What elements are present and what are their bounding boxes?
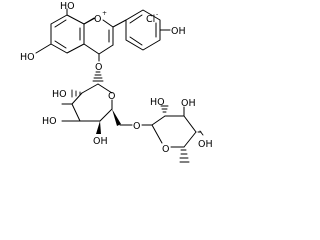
chloride-counter-ion: Cl - <box>146 11 158 25</box>
hashed-bond-rha-methyl <box>179 149 190 163</box>
chloride-label: Cl <box>146 14 155 25</box>
pyrylium-bond-a <box>83 17 95 25</box>
left-hydroxyl-label: HO <box>20 52 35 63</box>
structure-diagram: Cl - O + HO HO OH O <box>20 1 213 163</box>
glycosidic-link: O <box>92 53 104 82</box>
phenyl-hydroxyl-label: OH <box>171 26 186 37</box>
biaryl-bond <box>112 19 127 28</box>
phenyl-ring <box>125 9 161 51</box>
pyrylium-bond-e <box>83 43 100 55</box>
hashed-bond-rha-oh4 <box>197 130 204 136</box>
glc-bond-1 <box>97 83 113 94</box>
benzene-inner-bond-1 <box>54 19 67 28</box>
link-oxygen-label: O <box>95 62 102 73</box>
top-hydroxyl-label: HO <box>60 1 75 12</box>
benzopyrylium-core: O + HO HO <box>20 1 114 63</box>
glc-bond-2 <box>81 83 99 94</box>
ring-oxygen-label: O <box>94 14 101 25</box>
rhamnose-hydroxyl-top-label: OH <box>181 98 196 109</box>
rha-bond-4 <box>183 131 197 148</box>
rhamnose-hydroxyl-left-label: HO <box>150 97 165 108</box>
phenyl-inner-bond-3 <box>129 36 143 46</box>
glucose-hydroxyl-lower-label: OH <box>93 136 108 147</box>
benzene-ring <box>50 14 85 54</box>
glucose-hydroxyl-upper-label: HO <box>52 89 67 100</box>
rha-bond-1 <box>151 115 166 126</box>
pyrylium-bond-b <box>102 19 114 28</box>
wedge-bond-glc-oh5 <box>96 121 101 134</box>
ring-oxygen-charge: + <box>102 10 107 17</box>
glucose-ring-oxygen-label: O <box>108 91 115 102</box>
rhamnose-ring-oxygen-label: O <box>162 144 169 155</box>
phenyl-inner-bond-1 <box>129 14 143 24</box>
glc-bond-6 <box>99 108 113 122</box>
bridge-oxygen-label: O <box>133 121 140 132</box>
rhamnose-unit: O HO OH OH <box>141 97 213 163</box>
hashed-bond-rha-oh2 <box>160 105 169 113</box>
bond-left-hydroxyl <box>35 43 52 54</box>
rha-bond-6 <box>151 124 163 144</box>
glc-bond-4 <box>71 103 81 122</box>
rhamnose-hydroxyl-right-label: OH <box>198 139 213 150</box>
hydroxyphenyl-group: OH <box>112 9 186 51</box>
glc-bond-3 <box>71 92 83 105</box>
rha-bond-3 <box>183 115 197 133</box>
chloride-charge: - <box>156 11 158 18</box>
wedge-bond-glc-c6 <box>112 109 121 126</box>
pyrylium-bond-d <box>98 44 114 55</box>
benzene-inner-bond-2 <box>54 40 67 49</box>
glucose-hydroxyl-middle-label: HO <box>42 116 57 127</box>
hashed-bond-anomeric <box>92 71 104 82</box>
glucose-unit: O HO HO OH O <box>42 83 140 147</box>
hashed-bond-glc-oh2 <box>71 89 81 98</box>
